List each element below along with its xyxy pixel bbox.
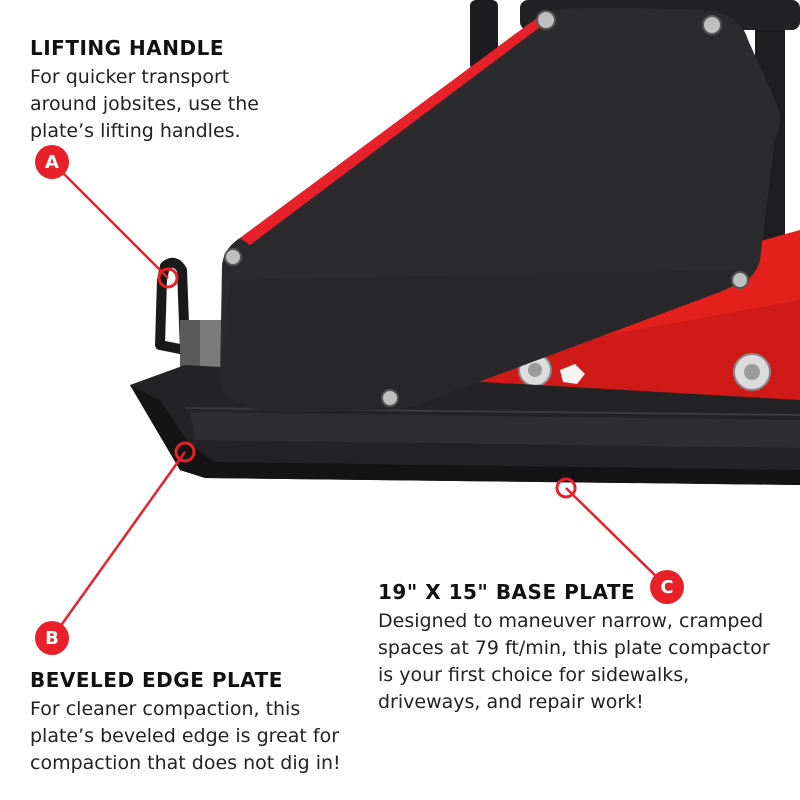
callout-b: BEVELED EDGE PLATE For cleaner compactio… (30, 668, 390, 777)
callout-b-badge (35, 621, 69, 655)
callout-b-line-2: plate’s beveled edge is great for (30, 725, 340, 747)
callout-b-title: BEVELED EDGE PLATE (30, 668, 283, 692)
callout-c-description: Designed to maneuver narrow, cramped spa… (378, 608, 793, 716)
callout-c-pointer: C (555, 477, 684, 604)
callout-a: LIFTING HANDLE For quicker transport aro… (30, 36, 310, 145)
callout-b-description: For cleaner compaction, this plate’s bev… (30, 696, 390, 777)
callout-a-description: For quicker transport around jobsites, u… (30, 64, 310, 145)
callout-c-line-2: spaces at 79 ft/min, this plate compacto… (378, 637, 770, 659)
callout-a-line-1: For quicker transport (30, 66, 230, 88)
callout-a-line-2: around jobsites, use the (30, 93, 259, 115)
callout-a-title: LIFTING HANDLE (30, 36, 225, 60)
callout-b-line-3: compaction that does not dig in! (30, 752, 341, 774)
callout-a-badge-label: A (45, 152, 59, 173)
housing-screws (224, 10, 749, 407)
callout-a-line-3: plate’s lifting handles. (30, 120, 241, 142)
callout-c-badge (650, 570, 684, 604)
belt-cover-housing (220, 7, 780, 413)
callout-a-pointer: A (35, 145, 179, 289)
callout-b-pointer: B (35, 441, 196, 655)
callout-c-title: 19" X 15" BASE PLATE (378, 580, 636, 604)
callout-b-badge-label: B (45, 628, 59, 649)
callout-c-line-3: is your first choice for sidewalks, (378, 664, 690, 686)
callout-b-line-1: For cleaner compaction, this (30, 698, 301, 720)
callout-c: 19" X 15" BASE PLATE Designed to maneuve… (378, 580, 793, 716)
callout-c-line-1: Designed to maneuver narrow, cramped (378, 610, 764, 632)
callout-a-badge (35, 145, 69, 179)
callout-c-line-4: driveways, and repair work! (378, 691, 644, 713)
callout-c-badge-label: C (660, 577, 673, 598)
